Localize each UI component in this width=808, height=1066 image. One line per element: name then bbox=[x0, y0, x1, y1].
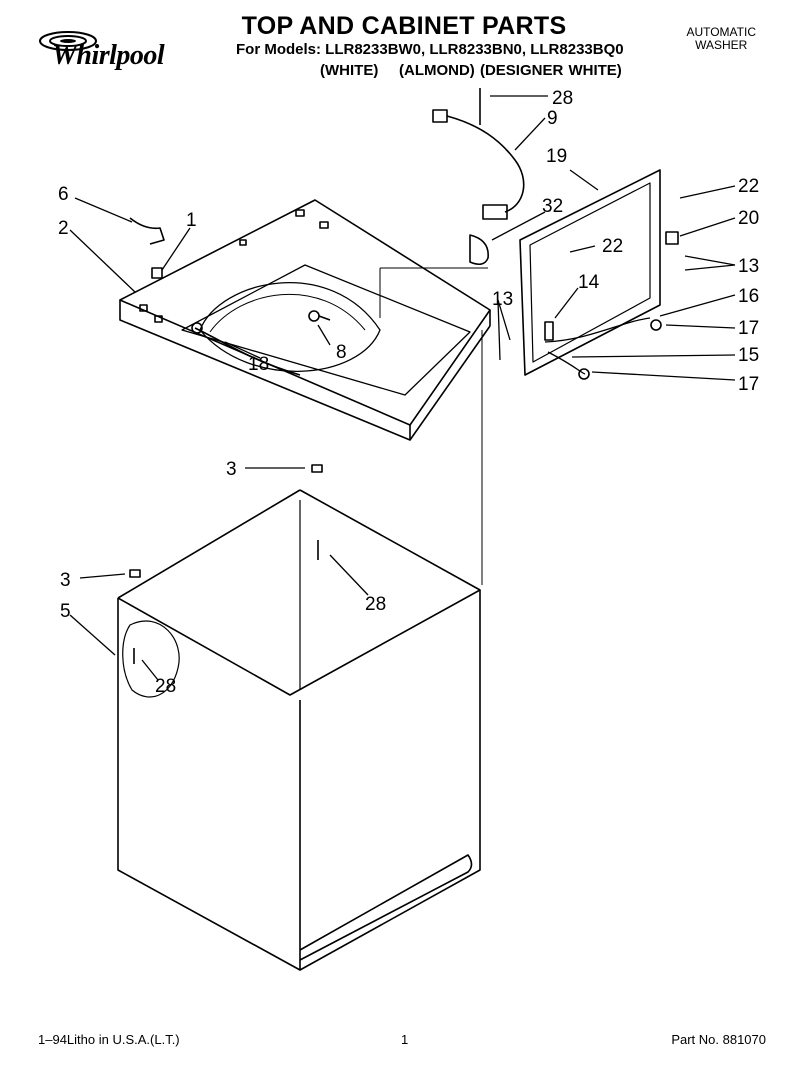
callout-28-mid: 28 bbox=[365, 594, 386, 615]
callout-20: 20 bbox=[738, 208, 759, 229]
callout-2: 2 bbox=[58, 218, 69, 239]
callout-17-lower: 17 bbox=[738, 374, 759, 395]
callout-22-right: 22 bbox=[738, 176, 759, 197]
bracket-14 bbox=[544, 321, 554, 341]
footer-page-number: 1 bbox=[401, 1032, 409, 1047]
clip-3-upper bbox=[311, 464, 323, 473]
callout-18: 18 bbox=[248, 354, 269, 375]
callout-15: 15 bbox=[738, 345, 759, 366]
product-type-line1: AUTOMATIC bbox=[686, 25, 756, 39]
hinge-rod bbox=[191, 322, 301, 376]
callout-17-upper: 17 bbox=[738, 318, 759, 339]
footer-part-number: Part No. 881070 bbox=[671, 1032, 766, 1047]
whirlpool-logo bbox=[30, 26, 180, 76]
screw-part-8 bbox=[308, 310, 331, 322]
variants-line: (WHITE) (ALMOND) (DESIGNER WHITE) bbox=[320, 62, 622, 79]
washer-top-panel bbox=[119, 199, 491, 441]
callout-32: 32 bbox=[542, 196, 563, 217]
callout-8: 8 bbox=[336, 342, 347, 363]
callout-13-left: 13 bbox=[492, 289, 513, 310]
bracket-part-1 bbox=[151, 267, 163, 279]
connector-17-lower bbox=[578, 368, 590, 380]
product-type-line2: WASHER bbox=[695, 38, 748, 52]
callout-9: 9 bbox=[547, 108, 558, 129]
callout-28-low: 28 bbox=[155, 676, 176, 697]
footer-litho: 1–94Litho in U.S.A.(L.T.) bbox=[38, 1032, 180, 1047]
switch-20 bbox=[665, 231, 679, 245]
callout-16: 16 bbox=[738, 286, 759, 307]
lid-switch-actuator bbox=[469, 234, 489, 266]
brand-name: Whirlpool bbox=[52, 40, 165, 71]
callout-22-inner: 22 bbox=[602, 236, 623, 257]
cabinet-detail-cutout bbox=[122, 620, 180, 698]
callout-28-top: 28 bbox=[552, 88, 573, 109]
variants-text: (WHITE) (ALMOND) (DESIGNER WHITE) bbox=[320, 62, 622, 79]
console-harness bbox=[544, 317, 651, 343]
connector-17-upper bbox=[650, 319, 662, 331]
clip-3-lower bbox=[129, 569, 141, 578]
callout-5: 5 bbox=[60, 601, 71, 622]
console-frame bbox=[519, 169, 661, 376]
washer-cabinet bbox=[117, 489, 481, 971]
callout-3-upper: 3 bbox=[226, 459, 237, 480]
clip-part-6 bbox=[129, 217, 165, 245]
callout-14: 14 bbox=[578, 272, 600, 293]
page-title: TOP AND CABINET PARTS bbox=[241, 12, 567, 40]
callout-13-right: 13 bbox=[738, 256, 759, 277]
console-harness-2 bbox=[547, 351, 586, 375]
product-type: AUTOMATIC WASHER bbox=[686, 26, 756, 52]
lid-switch-harness bbox=[432, 109, 525, 220]
callout-1: 1 bbox=[186, 210, 197, 231]
callout-19: 19 bbox=[546, 146, 567, 167]
models-line: For Models: LLR8233BW0, LLR8233BN0, LLR8… bbox=[236, 41, 624, 58]
callout-3-lower: 3 bbox=[60, 570, 71, 591]
whirlpool-swirl-icon bbox=[39, 31, 97, 51]
callout-6: 6 bbox=[58, 184, 69, 205]
